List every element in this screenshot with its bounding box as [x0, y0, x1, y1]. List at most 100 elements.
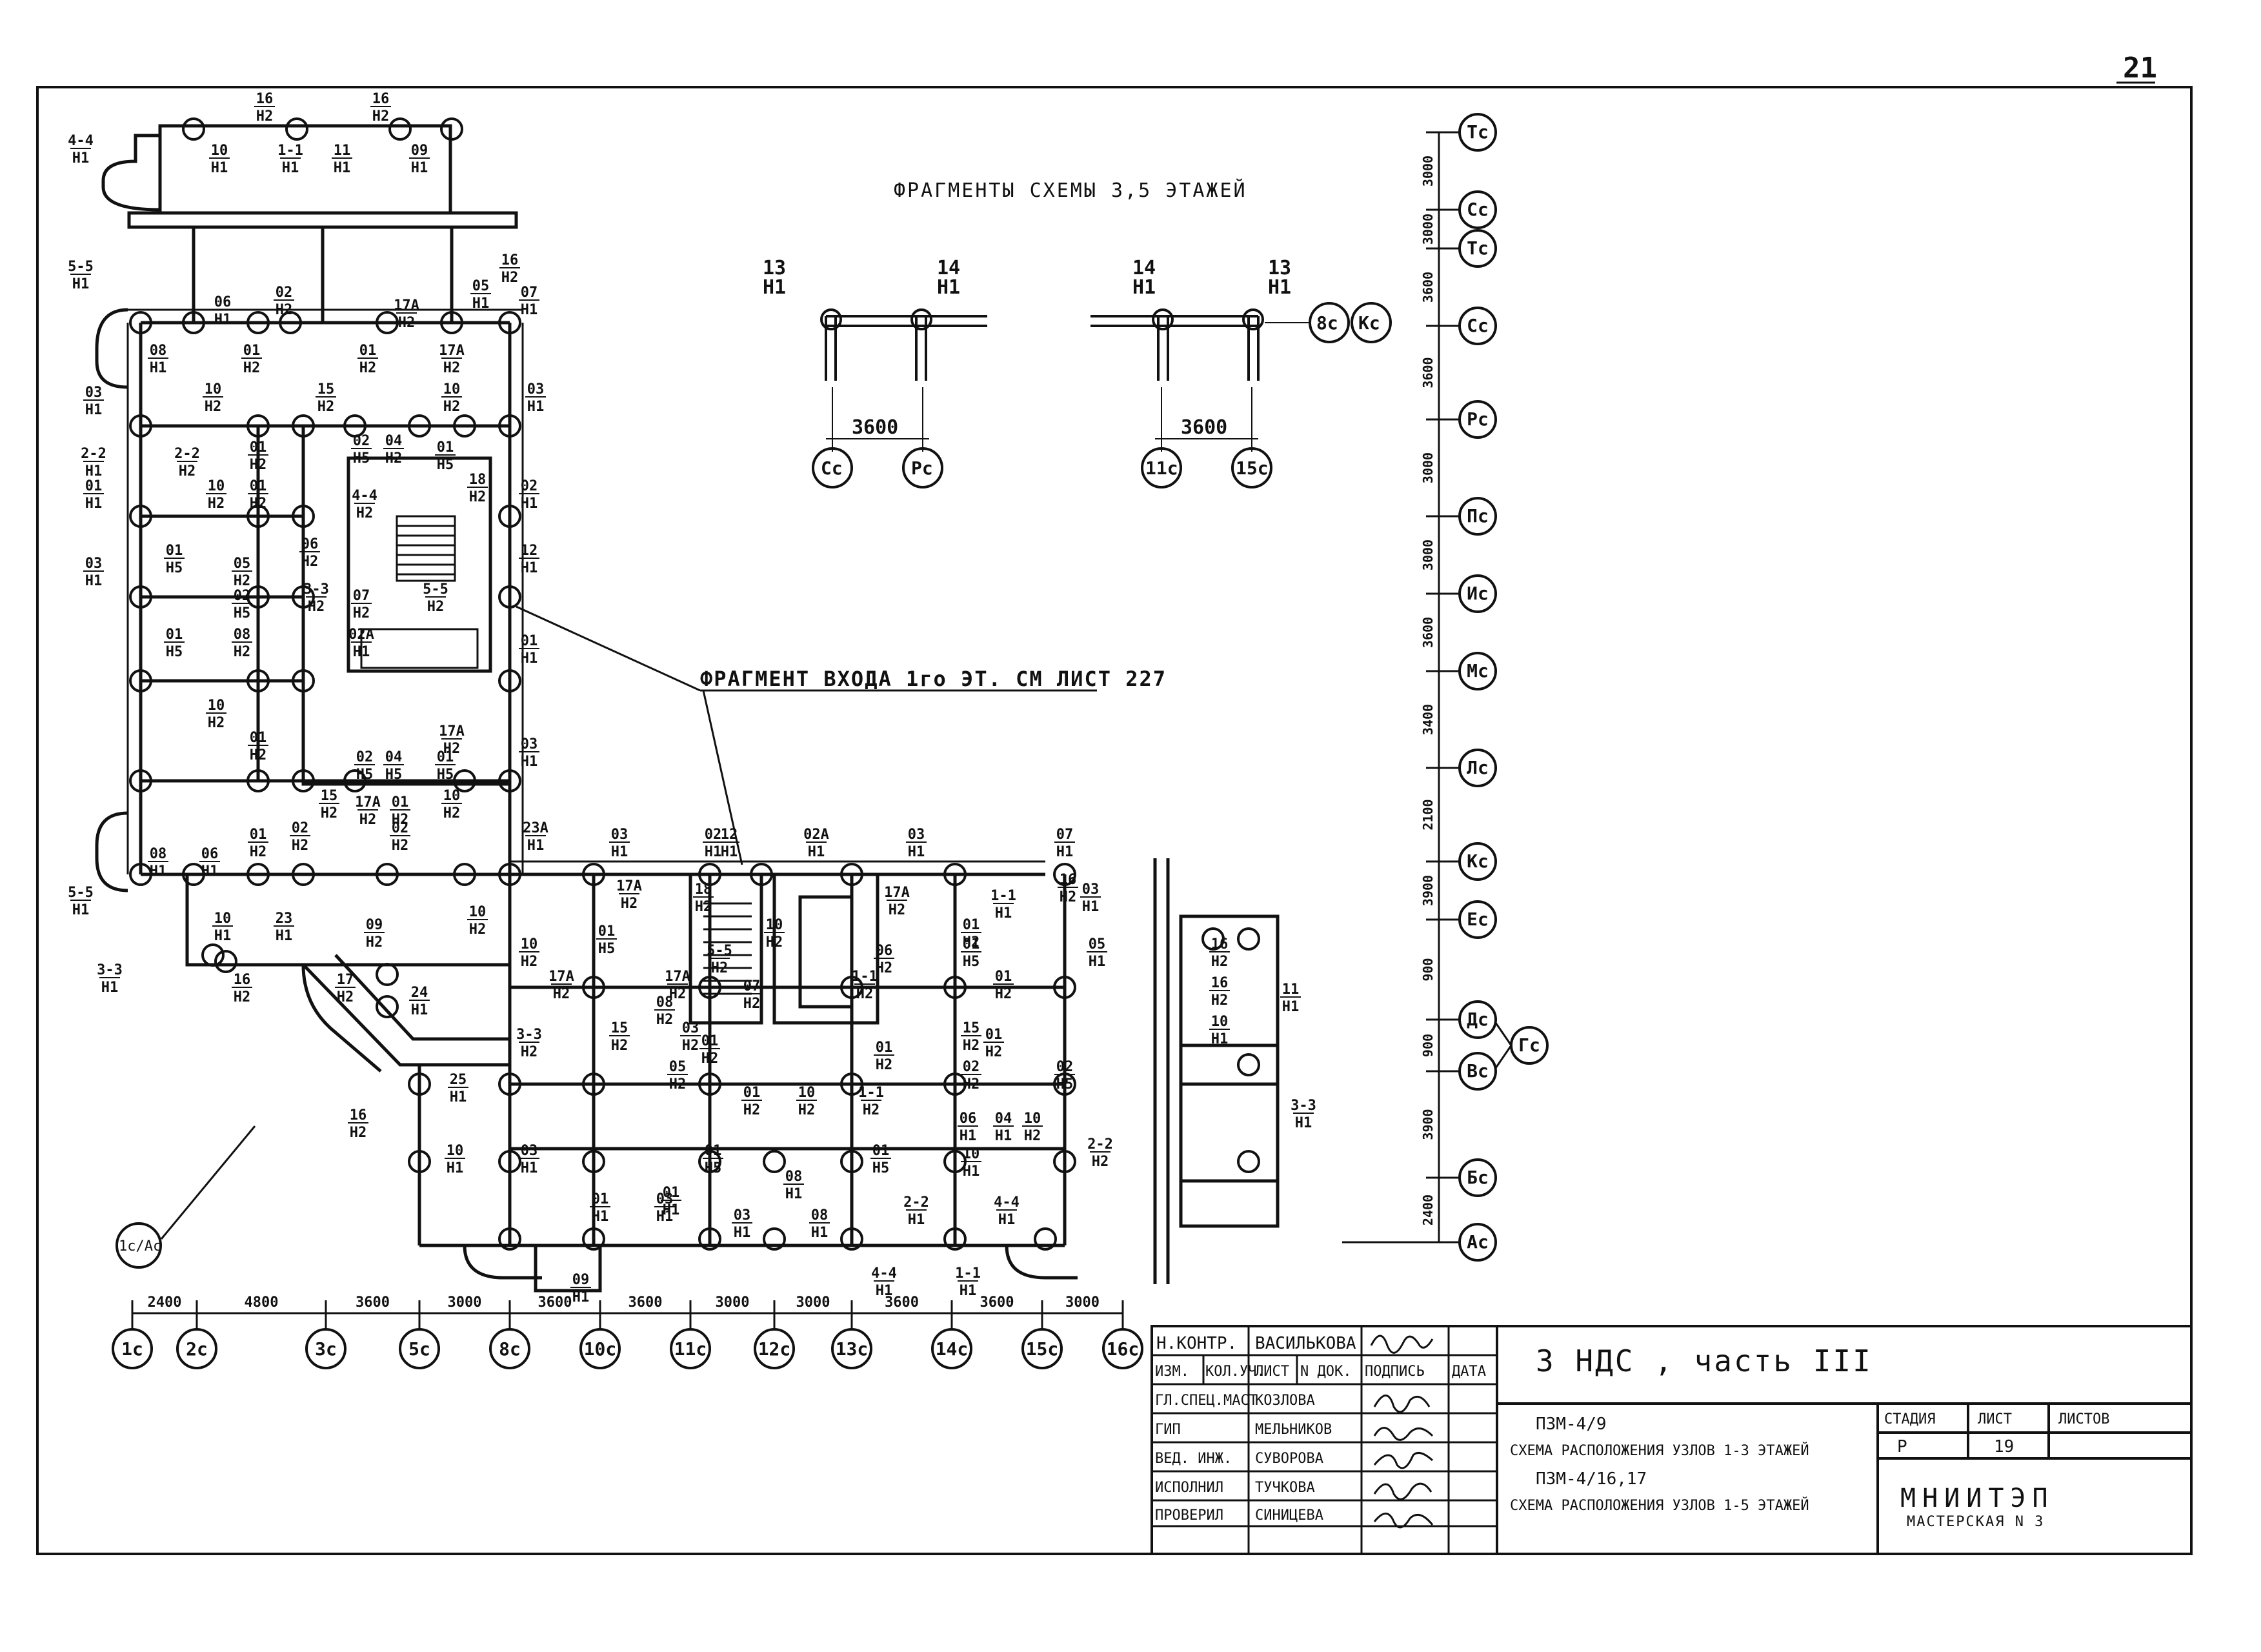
svg-text:Н1: Н1: [721, 844, 738, 860]
right-axis-label: Тс: [1467, 237, 1489, 259]
svg-text:01: 01: [701, 1033, 719, 1049]
svg-text:03: 03: [734, 1207, 751, 1224]
corner-axis-label: 1с/Ас: [119, 1238, 161, 1254]
org-name: МНИИТЭП: [1900, 1484, 2055, 1513]
bottom-axis-circle: [931, 1328, 972, 1369]
svg-text:09: 09: [366, 917, 383, 933]
svg-text:ЛИСТ: ЛИСТ: [1978, 1411, 2012, 1427]
svg-text:Н2: Н2: [963, 1076, 980, 1093]
svg-text:01: 01: [705, 1143, 722, 1159]
svg-text:Н2: Н2: [798, 1102, 816, 1118]
svg-text:04: 04: [385, 749, 403, 765]
node-circle: [376, 963, 399, 986]
svg-text:02А: 02А: [803, 827, 829, 843]
svg-text:СХЕМА РАСПОЛОЖЕНИЯ УЗЛОВ 1-5 Э: СХЕМА РАСПОЛОЖЕНИЯ УЗЛОВ 1-5 ЭТАЖЕЙ: [1510, 1497, 1809, 1514]
svg-text:16: 16: [234, 972, 251, 988]
svg-text:06: 06: [214, 294, 232, 310]
svg-text:Н2: Н2: [876, 1057, 893, 1073]
right-axis-circle: [1458, 190, 1497, 229]
bottom-axis-circle: [489, 1328, 530, 1369]
right-dim-value: 3000: [1420, 539, 1436, 570]
svg-text:01: 01: [663, 1185, 680, 1201]
node-label: 3-3Н1: [97, 962, 123, 996]
svg-text:Н5: Н5: [166, 560, 183, 576]
svg-text:01: 01: [250, 827, 267, 843]
right-axis-label: Ас: [1467, 1231, 1489, 1253]
node-circle: [292, 669, 315, 692]
svg-text:03: 03: [521, 1143, 538, 1159]
svg-text:Н1: Н1: [908, 1212, 925, 1228]
left-wing: [95, 124, 524, 967]
right-dim-value: 900: [1420, 1034, 1436, 1057]
node-circle: [498, 1150, 521, 1173]
svg-text:07: 07: [1056, 827, 1074, 843]
node-circle: [246, 585, 270, 609]
svg-text:Н1: Н1: [521, 1160, 538, 1176]
svg-text:17А: 17А: [439, 343, 465, 359]
fragment-right: [1090, 302, 1392, 489]
node-circle: [582, 1227, 605, 1251]
svg-text:Н1: Н1: [150, 360, 167, 376]
bottom-axis-label: 14с: [936, 1338, 969, 1360]
node-circle: [201, 943, 225, 967]
svg-text:01: 01: [985, 1027, 1003, 1043]
svg-text:Н1: Н1: [960, 1128, 977, 1144]
node-circle: [698, 1073, 721, 1096]
svg-text:СХЕМА РАСПОЛОЖЕНИЯ УЗЛОВ 1-3 Э: СХЕМА РАСПОЛОЖЕНИЯ УЗЛОВ 1-3 ЭТАЖЕЙ: [1510, 1442, 1809, 1459]
svg-text:01: 01: [743, 1085, 761, 1101]
right-axis-circle: [1458, 749, 1497, 787]
svg-text:1-1: 1-1: [990, 888, 1016, 904]
node-circle: [246, 505, 270, 528]
entrance-note: ФРАГМЕНТ ВХОДА 1го ЭТ. СМ ЛИСТ 227: [700, 667, 1167, 691]
svg-text:23А: 23А: [523, 820, 548, 836]
svg-text:18: 18: [695, 881, 712, 898]
svg-text:Н2: Н2: [682, 1038, 699, 1054]
svg-text:01: 01: [592, 1191, 609, 1207]
svg-text:Н2: Н2: [276, 302, 293, 318]
svg-text:Н1: Н1: [995, 1128, 1012, 1144]
svg-text:Н1: Н1: [785, 1186, 803, 1202]
svg-text:Н2: Н2: [1211, 992, 1229, 1009]
svg-text:10: 10: [208, 698, 225, 714]
svg-text:Н2: Н2: [1060, 889, 1077, 905]
svg-text:05: 05: [669, 1059, 687, 1075]
svg-text:02: 02: [276, 285, 293, 301]
svg-text:Н2: Н2: [995, 986, 1012, 1002]
node-circle: [292, 414, 315, 438]
node-circle: [582, 1073, 605, 1096]
svg-text:Н1: Н1: [876, 1283, 893, 1299]
node-circle: [214, 950, 237, 973]
svg-text:08: 08: [234, 627, 251, 643]
svg-text:Н2: Н2: [372, 108, 390, 125]
svg-text:01: 01: [166, 627, 183, 643]
svg-text:Н1: Н1: [963, 1163, 980, 1180]
svg-text:01: 01: [437, 439, 454, 456]
svg-text:01: 01: [392, 794, 409, 811]
node-circle: [129, 769, 152, 792]
svg-text:1-1: 1-1: [955, 1265, 981, 1282]
node-circle: [1053, 976, 1076, 999]
svg-text:Н2: Н2: [205, 399, 222, 415]
signature-suvorova: [1373, 1451, 1434, 1469]
svg-text:Н5: Н5: [234, 605, 251, 621]
node-label: 3-3Н2: [516, 1027, 542, 1060]
node-circle: [129, 669, 152, 692]
svg-text:10: 10: [211, 143, 228, 159]
svg-text:Н2: Н2: [234, 644, 251, 660]
svg-text:12: 12: [521, 543, 538, 559]
